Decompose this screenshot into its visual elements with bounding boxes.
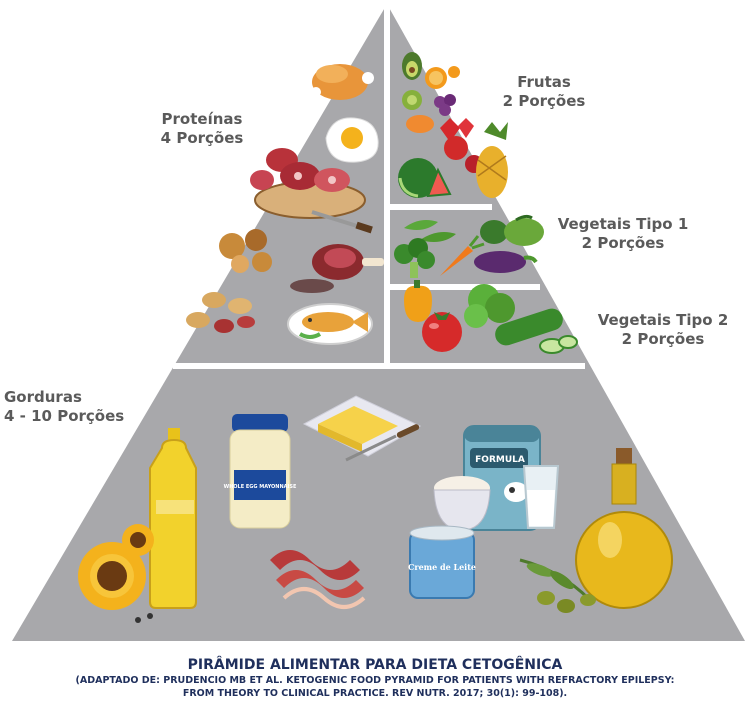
label-frutas-portions: 2 Porções <box>494 92 594 111</box>
avocado-icon <box>402 52 422 80</box>
mayonnaise-label: WHOLE EGG MAYONNAISE <box>224 484 297 490</box>
tomato-icon <box>422 312 462 352</box>
formula-label: FORMULA <box>475 455 525 465</box>
orange-slices-icon <box>425 66 460 89</box>
label-vegetais-1: Vegetais Tipo 1 2 Porções <box>548 215 698 253</box>
label-proteinas-name: Proteínas <box>148 110 256 129</box>
label-vegetais-1-name: Vegetais Tipo 1 <box>548 215 698 234</box>
caption-source-line-1: (ADAPTADO DE: PRUDENCIO MB ET AL. KETOGE… <box>0 674 750 687</box>
label-vegetais-2-portions: 2 Porções <box>588 330 738 349</box>
label-frutas: Frutas 2 Porções <box>494 73 594 111</box>
label-gorduras-portions: 4 - 10 Porções <box>4 407 136 426</box>
fried-egg-icon <box>326 118 378 162</box>
label-vegetais-2-name: Vegetais Tipo 2 <box>588 311 738 330</box>
label-vegetais-1-portions: 2 Porções <box>548 234 698 253</box>
label-proteinas-portions: 4 Porções <box>148 129 256 148</box>
label-proteinas: Proteínas 4 Porções <box>148 110 256 148</box>
cream-label: Creme de Leite <box>408 562 476 572</box>
label-frutas-name: Frutas <box>494 73 594 92</box>
label-gorduras: Gorduras 4 - 10 Porções <box>0 388 136 426</box>
caption-source-line-2: FROM THEORY TO CLINICAL PRACTICE. REV NU… <box>0 687 750 700</box>
oil-bottle-icon <box>150 428 196 608</box>
fish-plate-icon <box>288 304 372 344</box>
label-gorduras-name: Gorduras <box>4 388 136 407</box>
figure-caption: PIRÂMIDE ALIMENTAR PARA DIETA CETOGÊNICA… <box>0 656 750 700</box>
mayonnaise-jar-icon <box>230 414 290 528</box>
label-vegetais-2: Vegetais Tipo 2 2 Porções <box>588 311 738 349</box>
caption-title: PIRÂMIDE ALIMENTAR PARA DIETA CETOGÊNICA <box>0 656 750 674</box>
milk-glass-icon <box>524 466 558 528</box>
